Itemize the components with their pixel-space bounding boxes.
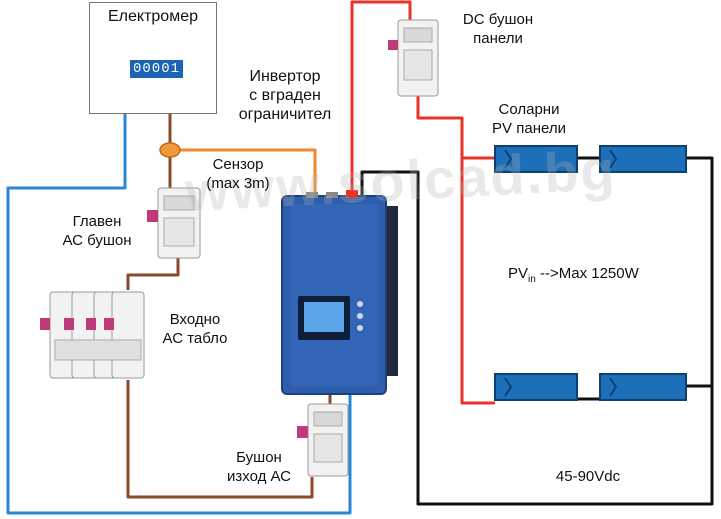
brown-wire-panel-fuse	[126, 380, 314, 499]
meter-title: Електромер	[107, 8, 198, 25]
solar-panel-top-right	[599, 145, 687, 173]
dc-fuse-label: DC бушон панели	[462, 11, 534, 47]
brown-wire-breaker-panel	[126, 258, 180, 290]
inverter-label: Инвертор с вграден ограничител	[238, 68, 332, 123]
input-panel	[40, 291, 145, 379]
meter-reading: 00001	[130, 60, 183, 78]
dc-positive-wire	[350, 0, 495, 405]
solar-panel-top-left	[494, 145, 578, 173]
input-panel-label: Входно АС табло	[162, 311, 228, 347]
dc-negative-wire	[360, 156, 714, 506]
solar-panel-bottom-left	[494, 373, 578, 401]
output-fuse-label: Бушон изход АС	[226, 449, 292, 485]
main-breaker-label: Главен АС бушон	[62, 213, 132, 249]
dc-fuse	[388, 19, 439, 97]
sensor-label: Сензор (max 3m)	[206, 156, 270, 192]
electricity-meter: Електромер 00001	[89, 2, 217, 114]
blue-wire	[6, 112, 352, 515]
sensor-clamp	[159, 142, 181, 158]
solar-label: Соларни PV панели	[492, 101, 566, 137]
voltage-label: 45-90Vdc	[555, 468, 621, 485]
sensor-cable	[170, 148, 317, 196]
main-breaker	[147, 187, 201, 259]
solar-panel-bottom-right	[599, 373, 687, 401]
pv-power-label: PVin -->Max 1250W	[508, 265, 639, 285]
output-fuse	[297, 403, 349, 477]
inverter	[281, 190, 398, 395]
